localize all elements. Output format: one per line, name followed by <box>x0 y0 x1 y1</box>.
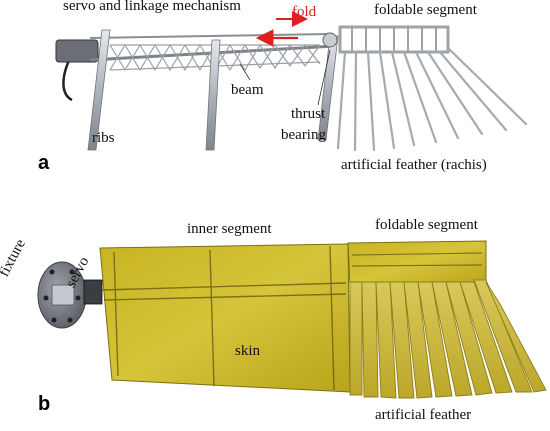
panel-letter-a: a <box>38 152 50 174</box>
foldable-segment-skin <box>347 240 487 286</box>
artificial-feathers-rachis <box>336 46 528 152</box>
label-ribs: ribs <box>92 130 115 146</box>
label-artificial-feather: artificial feather <box>375 407 472 423</box>
skin-structure-lines <box>101 245 347 391</box>
label-skin: skin <box>235 343 261 359</box>
ribs <box>87 29 339 151</box>
servo-mount <box>55 39 99 63</box>
thrust-bearing <box>322 32 338 48</box>
label-artificial-feather-rachis: artificial feather (rachis) <box>341 157 487 173</box>
panel-letter-b: b <box>38 393 51 415</box>
inner-segment-skin <box>99 243 351 393</box>
label-beam: beam <box>231 82 264 98</box>
artificial-feather-panels <box>349 279 547 399</box>
label-bearing: bearing <box>281 127 326 143</box>
leader-beam <box>239 63 251 81</box>
fixture-disc <box>37 261 87 329</box>
label-fold: fold <box>292 4 317 20</box>
servo-block <box>83 279 103 305</box>
label-servo-linkage: servo and linkage mechanism <box>63 0 241 14</box>
foldable-frame <box>338 25 450 54</box>
label-foldable-segment-a: foldable segment <box>374 2 477 18</box>
servo-cable <box>62 57 73 102</box>
label-inner-segment: inner segment <box>187 221 272 237</box>
label-foldable-segment-b: foldable segment <box>375 217 478 233</box>
leader-thrust <box>317 49 331 106</box>
beam-rod-upper <box>89 33 331 39</box>
wing-skinned-photo <box>37 240 547 399</box>
wing-skeleton-photo <box>55 11 528 152</box>
label-thrust: thrust <box>291 106 326 122</box>
